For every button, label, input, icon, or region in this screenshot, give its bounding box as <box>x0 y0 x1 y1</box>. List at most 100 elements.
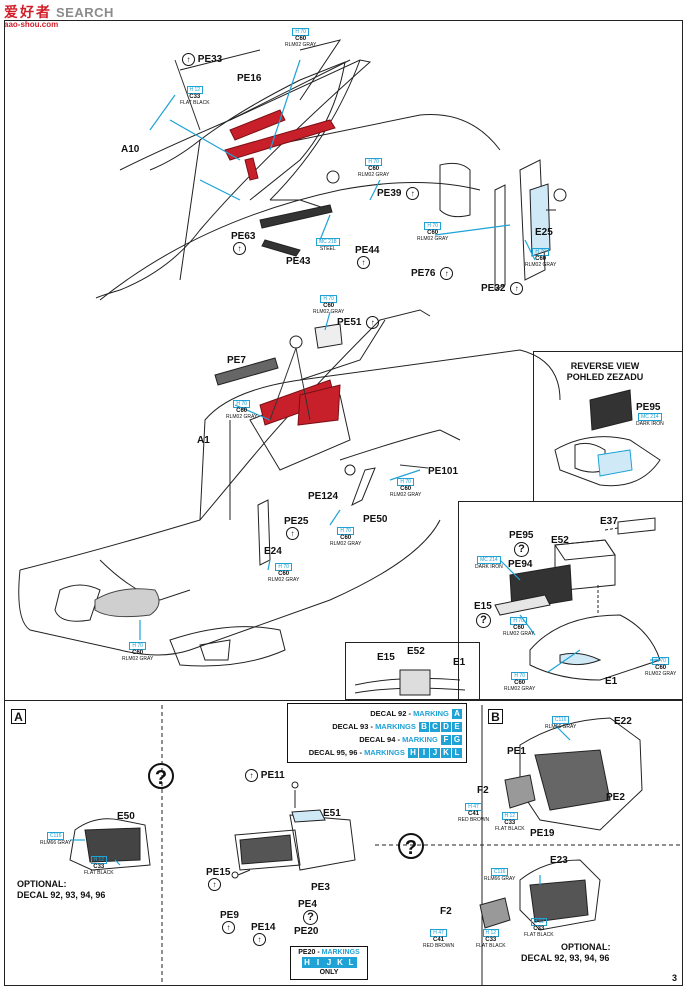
turn-icon: ↑ <box>406 187 420 200</box>
site-logo: 爱好者 SEARCH aao-shou.com <box>4 2 114 29</box>
page-number: 3 <box>672 973 678 983</box>
decal-table: DECAL 92 - MARKING A DECAL 93 - MARKINGS… <box>287 703 467 763</box>
turn-icon: ↑ <box>182 53 195 66</box>
turn-icon: ↑ <box>208 878 221 891</box>
part-e37: E37 <box>600 516 618 527</box>
turn-icon: ↑ <box>366 316 380 329</box>
part-pe7: PE7 <box>227 355 246 366</box>
section-divider <box>4 700 683 701</box>
part-pe9: PE9↑ <box>220 910 239 934</box>
detail-e1: E1 <box>453 657 466 668</box>
part-f2: F2 <box>477 785 489 796</box>
section-b-marker: B <box>488 709 503 724</box>
part-pe39: PE39 ↑ <box>377 187 420 200</box>
part-pe20: PE20 <box>294 926 319 937</box>
part-pe4: PE4 <box>298 899 317 910</box>
turn-icon: ↑ <box>440 267 454 280</box>
reverse-title-en: REVERSE VIEW <box>570 361 640 371</box>
part-pe1: PE1 <box>507 746 526 757</box>
question-icon: ? <box>476 613 491 628</box>
part-a10: A10 <box>121 144 140 155</box>
part-e50: E50 <box>117 811 135 822</box>
part-pe124: PE124 <box>308 491 339 502</box>
turn-icon: ↑ <box>253 933 266 946</box>
part-e24: E24 <box>264 546 282 557</box>
part-pe50: PE50 <box>363 514 388 525</box>
turn-icon: ↑ <box>286 527 299 540</box>
part-pe2: PE2 <box>606 792 625 803</box>
part-a1: A1 <box>197 435 210 446</box>
part-pe3: PE3 <box>311 882 330 893</box>
detail-e52: E52 <box>407 646 425 657</box>
turn-icon: ↑ <box>233 242 246 255</box>
part-pe44: PE44↑ <box>355 245 380 269</box>
part-pe33: ↑ PE33 <box>180 53 222 66</box>
part-pe15: PE15↑ <box>206 867 231 891</box>
part-pe14: PE14↑ <box>251 922 276 946</box>
logo-url: aao-shou.com <box>4 20 59 29</box>
turn-icon: ↑ <box>245 769 258 782</box>
part-pe94: PE94 <box>508 559 533 570</box>
part-f2-b: F2 <box>440 906 452 917</box>
part-pe95-reverse: PE95 <box>636 402 661 413</box>
logo-search: SEARCH <box>56 5 114 20</box>
part-e22: E22 <box>614 716 632 727</box>
section-b-optional: OPTIONAL: DECAL 92, 93, 94, 96 <box>521 942 611 963</box>
inset-box <box>458 501 683 700</box>
question-icon: ? <box>514 542 529 557</box>
section-a-marker: A <box>11 709 26 724</box>
turn-icon: ↑ <box>357 256 370 269</box>
part-e52: E52 <box>551 535 569 546</box>
part-pe25: PE25↑ <box>284 516 309 540</box>
detail-e15: E15 <box>377 652 395 663</box>
question-icon: ? <box>148 763 174 789</box>
part-pe19: PE19 <box>530 828 555 839</box>
part-pe32: PE32 ↑ <box>481 282 524 295</box>
part-pe43: PE43 <box>286 256 311 267</box>
section-a-optional: OPTIONAL: DECAL 92, 93, 94, 96 <box>17 879 106 900</box>
reverse-title-cz: POHLED ZEZADU <box>566 372 644 382</box>
turn-icon: ↑ <box>510 282 524 295</box>
part-pe101: PE101 <box>428 466 459 477</box>
part-e25: E25 <box>535 227 553 238</box>
part-pe11: ↑ PE11 <box>243 769 285 782</box>
logo-cn: 爱好者 <box>4 4 52 20</box>
part-e1: E1 <box>605 676 618 687</box>
part-pe95-inset: PE95 <box>509 530 534 541</box>
decal-row: DECAL 92 - MARKING A <box>292 707 462 720</box>
question-icon: ? <box>303 910 318 925</box>
part-pe51: PE51 ↑ <box>337 316 380 329</box>
part-e23: E23 <box>550 855 568 866</box>
question-icon: ? <box>398 833 424 859</box>
part-e51: E51 <box>323 808 341 819</box>
